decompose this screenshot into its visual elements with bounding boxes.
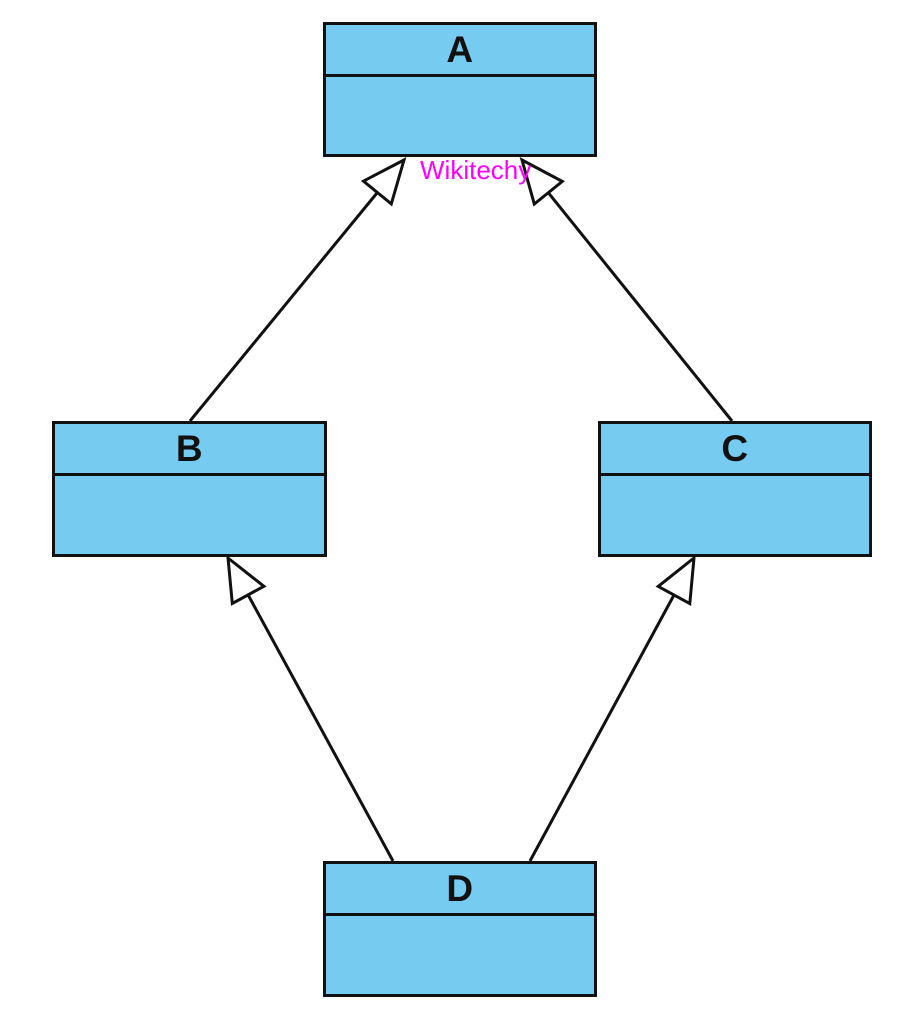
generalization-arrow-c-to-a xyxy=(519,157,734,422)
generalization-arrow-d-to-b xyxy=(226,554,395,862)
class-name-label: B xyxy=(55,424,324,476)
class-name-label: C xyxy=(601,424,869,476)
class-box-c: C xyxy=(598,421,872,557)
class-box-b: B xyxy=(52,421,327,557)
generalization-arrow-b-to-a xyxy=(188,157,407,422)
watermark-text: Wikitechy xyxy=(420,155,532,185)
class-box-d: D xyxy=(323,861,597,997)
class-box-a: A xyxy=(323,22,597,157)
relation-line-d-to-c xyxy=(528,594,676,862)
hollow-triangle-arrowhead xyxy=(226,554,267,606)
hollow-triangle-arrowhead xyxy=(360,157,407,207)
class-name-label: D xyxy=(326,864,594,916)
generalization-arrow-d-to-c xyxy=(528,554,696,862)
relation-line-d-to-b xyxy=(246,594,395,862)
hollow-triangle-arrowhead xyxy=(519,157,566,207)
relation-line-b-to-a xyxy=(188,191,379,422)
class-name-label: A xyxy=(326,25,594,77)
hollow-triangle-arrowhead xyxy=(655,554,696,607)
relation-line-c-to-a xyxy=(547,191,734,422)
